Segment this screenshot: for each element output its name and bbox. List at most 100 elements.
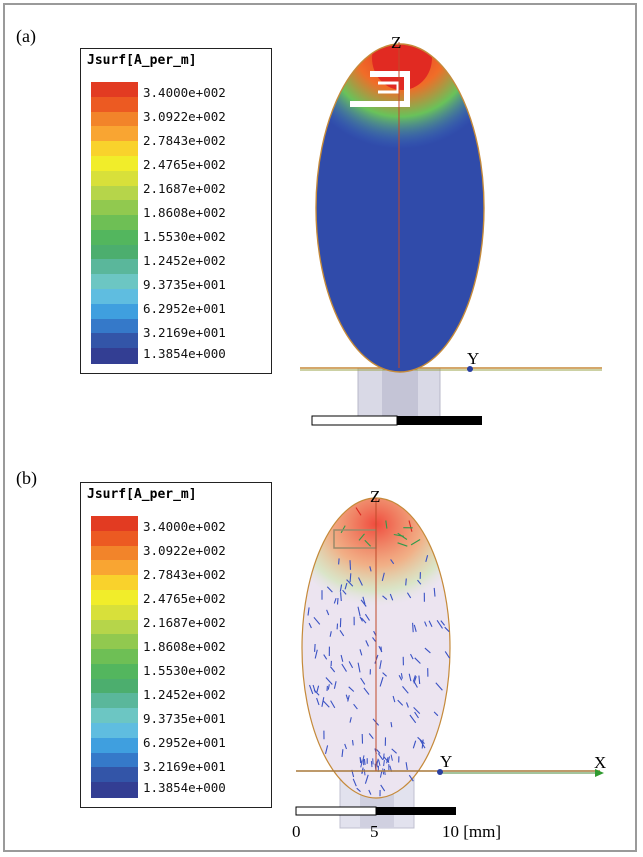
panel-a-antenna-plot: Z Y bbox=[300, 33, 602, 426]
current-vector bbox=[368, 733, 374, 740]
current-vector bbox=[376, 749, 381, 754]
current-vector bbox=[383, 768, 386, 775]
colorbar-swatch bbox=[91, 634, 138, 650]
current-vector bbox=[390, 559, 395, 565]
current-vector bbox=[364, 774, 369, 784]
current-vector bbox=[413, 624, 417, 632]
current-vector bbox=[409, 714, 417, 724]
current-vector bbox=[414, 657, 421, 664]
current-vector bbox=[405, 702, 409, 708]
current-vector bbox=[414, 711, 419, 719]
current-vector bbox=[398, 674, 403, 681]
current-vector bbox=[330, 700, 336, 709]
scale-tick-0: 0 bbox=[292, 822, 301, 841]
panel-b-tag: (b) bbox=[16, 468, 37, 488]
current-vector bbox=[379, 771, 383, 778]
panel-a-legend-value: 1.2452e+002 bbox=[143, 253, 226, 268]
panel-a-legend-value: 2.4765e+002 bbox=[143, 157, 226, 172]
current-vector bbox=[370, 761, 373, 768]
panel-b-legend: Jsurf[A_per_m] 3.4000e+002 3.0922e+002 2… bbox=[80, 482, 272, 808]
scale-tick-10: 10 [mm] bbox=[442, 822, 501, 841]
current-vector bbox=[406, 592, 412, 599]
current-vector bbox=[405, 762, 408, 770]
current-vector bbox=[347, 695, 350, 702]
panel-a-y-label: Y bbox=[467, 349, 479, 368]
panel-a-legend-value: 3.4000e+002 bbox=[143, 85, 226, 100]
figure-frame bbox=[3, 3, 637, 852]
current-vector bbox=[424, 647, 431, 654]
current-vector bbox=[392, 695, 396, 703]
current-vector bbox=[344, 582, 348, 590]
colorbar-swatch bbox=[91, 752, 138, 768]
current-vector bbox=[349, 717, 352, 723]
colorbar-swatch bbox=[91, 333, 138, 349]
colorbar-swatch bbox=[91, 678, 138, 695]
colorbar-swatch bbox=[91, 96, 138, 113]
current-vector bbox=[313, 616, 321, 625]
current-vector bbox=[322, 700, 330, 708]
current-vector bbox=[359, 616, 363, 622]
current-vector bbox=[372, 637, 377, 642]
current-vector bbox=[417, 736, 425, 745]
current-vector bbox=[362, 596, 366, 605]
colorbar-swatch bbox=[91, 274, 138, 290]
colorbar-swatch bbox=[91, 155, 138, 172]
colorbar-swatch bbox=[91, 200, 138, 216]
current-vector bbox=[336, 598, 339, 605]
colorbar-swatch bbox=[91, 318, 138, 334]
panel-b-legend-value: 3.4000e+002 bbox=[143, 519, 226, 534]
colorbar-swatch bbox=[91, 259, 138, 275]
current-vector bbox=[408, 673, 412, 682]
current-vector bbox=[377, 753, 384, 761]
colorbar-swatch bbox=[91, 215, 138, 231]
panel-b-legend-value: 2.7843e+002 bbox=[143, 567, 226, 582]
panel-b-scale-bar bbox=[295, 806, 456, 816]
panel-a-ground-plane bbox=[300, 367, 602, 371]
colorbar-swatch bbox=[91, 767, 138, 783]
panel-b-legend-value: 1.2452e+002 bbox=[143, 687, 226, 702]
colorbar-swatch bbox=[91, 126, 138, 142]
colorbar-swatch bbox=[91, 782, 138, 798]
panel-b-legend-value: 1.3854e+000 bbox=[143, 780, 226, 795]
colorbar-swatch bbox=[91, 229, 138, 246]
panel-b-legend-value: 1.5530e+002 bbox=[143, 663, 226, 678]
panel-a-legend-value: 1.5530e+002 bbox=[143, 229, 226, 244]
current-vector bbox=[353, 703, 358, 710]
current-vector bbox=[333, 598, 337, 604]
current-vector bbox=[316, 697, 320, 706]
current-vector bbox=[391, 748, 397, 754]
colorbar-swatch bbox=[91, 575, 138, 591]
current-vector bbox=[397, 532, 408, 540]
current-vector bbox=[314, 643, 316, 652]
colorbar-swatch bbox=[91, 723, 138, 739]
current-vector bbox=[440, 620, 446, 626]
current-vector bbox=[360, 761, 363, 768]
panel-b-x-arrow bbox=[595, 769, 604, 777]
panel-b-colorbar bbox=[91, 516, 138, 798]
current-vector bbox=[402, 686, 409, 694]
panel-b-legend-value: 9.3735e+001 bbox=[143, 711, 226, 726]
current-vector bbox=[358, 533, 365, 541]
current-vector bbox=[369, 566, 372, 572]
colorbar-swatch bbox=[91, 244, 138, 261]
panel-b-legend-value: 6.2952e+001 bbox=[143, 735, 226, 750]
current-vector bbox=[360, 599, 367, 607]
current-vector bbox=[389, 593, 394, 601]
colorbar-swatch bbox=[91, 303, 138, 320]
current-vector bbox=[352, 778, 357, 787]
current-vector bbox=[333, 681, 337, 689]
colorbar-swatch bbox=[91, 530, 138, 547]
current-vector bbox=[435, 682, 443, 691]
current-vector bbox=[342, 589, 347, 595]
panel-b-legend-value: 2.1687e+002 bbox=[143, 615, 226, 630]
current-vector bbox=[355, 507, 362, 516]
current-vector bbox=[329, 631, 332, 637]
current-vector bbox=[357, 606, 361, 617]
current-vector bbox=[383, 753, 385, 760]
current-vector bbox=[378, 759, 381, 766]
panel-a-tag: (a) bbox=[16, 26, 36, 46]
current-vector bbox=[326, 586, 333, 593]
panel-a-legend-value: 2.7843e+002 bbox=[143, 133, 226, 148]
current-vector bbox=[326, 609, 330, 616]
current-vector bbox=[338, 558, 340, 565]
